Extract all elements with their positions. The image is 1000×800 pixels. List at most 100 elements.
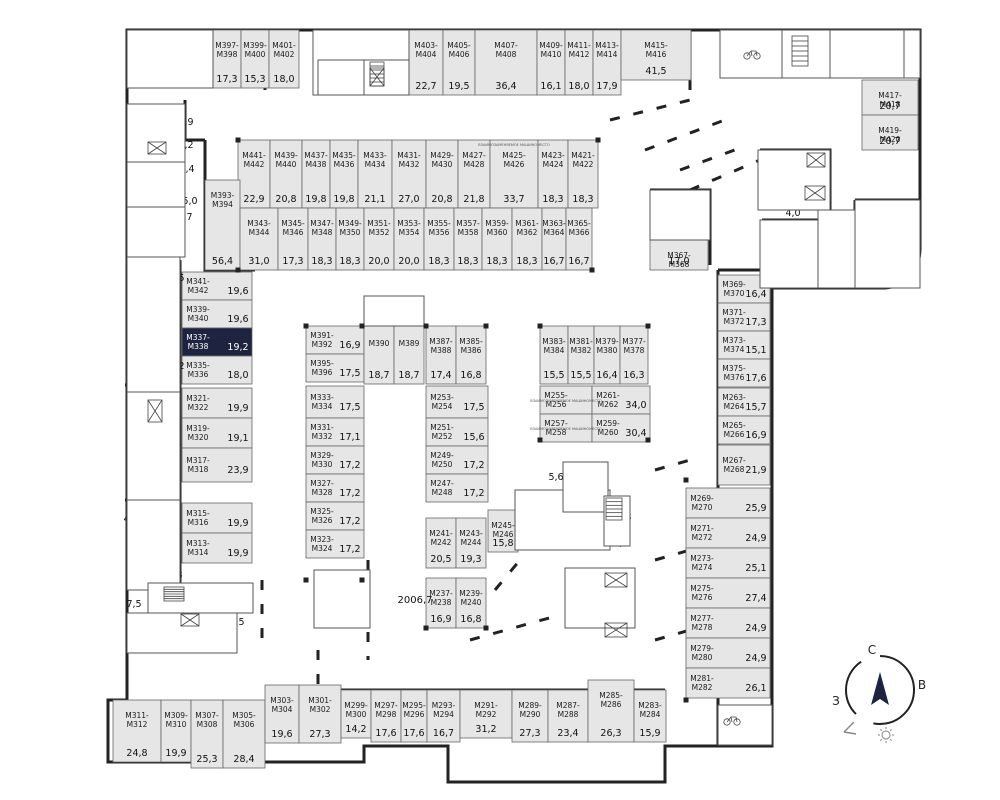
parking-stall[interactable]: M255-M256	[539, 385, 593, 415]
parking-stall[interactable]: M257-M258	[539, 413, 593, 443]
